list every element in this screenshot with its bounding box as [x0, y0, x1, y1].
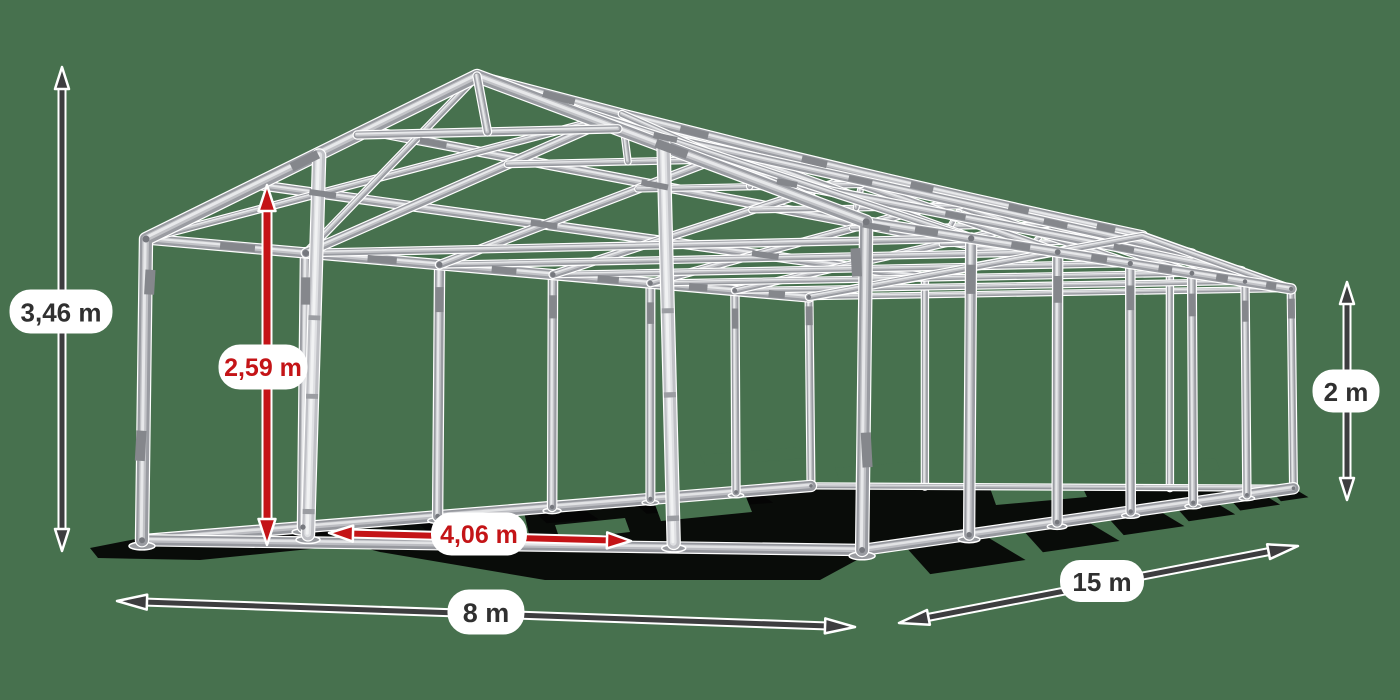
- svg-text:15 m: 15 m: [1072, 567, 1131, 597]
- svg-text:3,46 m: 3,46 m: [21, 298, 102, 328]
- svg-text:2,59 m: 2,59 m: [224, 354, 302, 382]
- svg-text:8 m: 8 m: [463, 598, 510, 628]
- svg-text:2 m: 2 m: [1324, 377, 1369, 407]
- svg-text:4,06 m: 4,06 m: [440, 521, 518, 549]
